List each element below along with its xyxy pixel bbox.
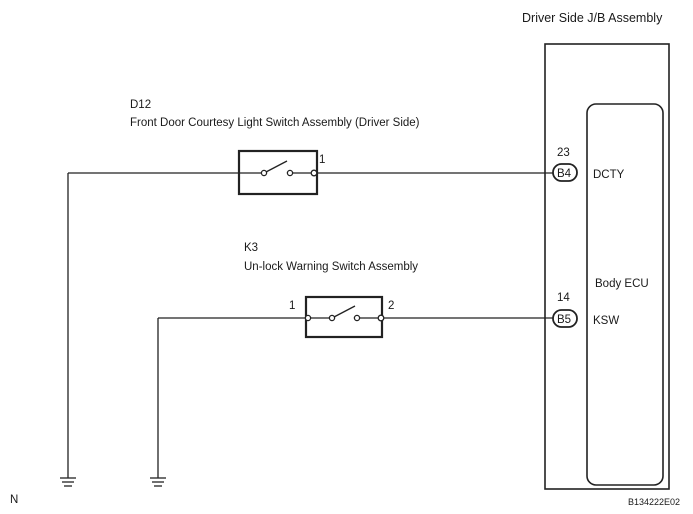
signal-ksw-label: KSW — [593, 315, 619, 327]
connector-b4-shape — [552, 163, 578, 182]
jb-title: Driver Side J/B Assembly — [522, 11, 663, 25]
k3-code: K3 — [244, 242, 258, 254]
connector-b5-label: B5 — [557, 314, 571, 326]
signal-dcty-label: DCTY — [593, 169, 625, 181]
connector-b4-label: B4 — [557, 168, 572, 180]
d12-switch — [68, 149, 319, 196]
d12-code: D12 — [130, 99, 151, 111]
connector-b5-shape — [552, 309, 578, 328]
corner-mark: N — [10, 494, 18, 506]
k3-pin-left: 1 — [289, 300, 295, 312]
k3-pin-right: 2 — [388, 300, 394, 312]
k3-switch — [158, 295, 385, 339]
d12-name: Front Door Courtesy Light Switch Assembl… — [130, 117, 420, 129]
figure-id: B134222E02 — [628, 497, 680, 507]
k3-name: Un-lock Warning Switch Assembly — [244, 261, 418, 273]
jb-assembly-box — [544, 43, 670, 490]
connector-b5-pin: 14 — [557, 292, 570, 304]
body-ecu-label: Body ECU — [595, 278, 649, 290]
ground-symbol-d12 — [60, 477, 76, 487]
d12-pin: 1 — [319, 154, 325, 166]
connector-b4-pin: 23 — [557, 147, 570, 159]
body-ecu-box — [586, 103, 664, 486]
ground-symbol-k3 — [150, 477, 166, 487]
